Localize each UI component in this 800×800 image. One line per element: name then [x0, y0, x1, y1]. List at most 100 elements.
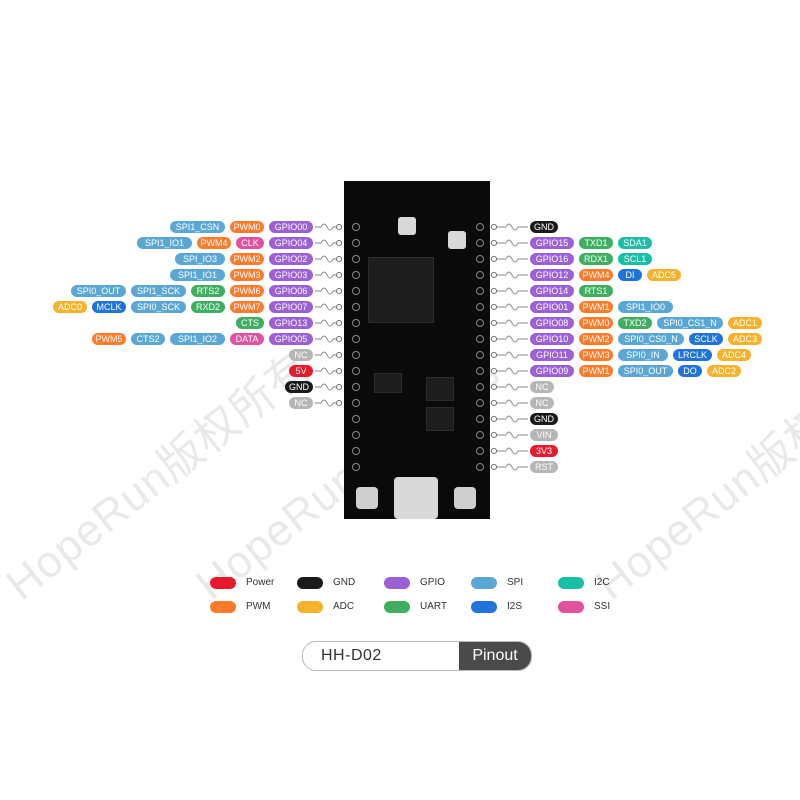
antenna-connector: [448, 231, 466, 249]
pin-label-ssi: CLK: [236, 237, 264, 249]
leader-line: [315, 399, 339, 407]
pin-label-uart: RTS1: [579, 285, 613, 297]
pin-label-gpio: GPIO05: [269, 333, 313, 345]
header-pad: [352, 399, 360, 407]
pin-marker: [490, 447, 498, 455]
pin-label-gnd: GND: [285, 381, 313, 393]
pin-label-adc: ADC3: [728, 333, 762, 345]
pin-label-pwm: PWM4: [579, 269, 613, 281]
pin-label-gpio: GPIO16: [530, 253, 574, 265]
pin-marker: [335, 383, 343, 391]
pin-label-nc: NC: [289, 349, 313, 361]
pin-marker: [335, 351, 343, 359]
pin-label-pwm: PWM3: [230, 269, 264, 281]
header-pad: [352, 367, 360, 375]
pin-marker: [335, 303, 343, 311]
header-pad: [476, 303, 484, 311]
mcu-chip: [368, 257, 434, 323]
pin-label-adc: ADC0: [53, 301, 87, 313]
pin-label-gpio: GPIO02: [269, 253, 313, 265]
legend-label: GPIO: [420, 577, 446, 588]
leader-line: [494, 287, 528, 295]
legend-label: I2C: [594, 577, 610, 588]
product-name: HH-D02: [321, 647, 382, 664]
header-pad: [476, 399, 484, 407]
header-pad: [352, 239, 360, 247]
pin-marker: [490, 367, 498, 375]
leader-line: [315, 223, 339, 231]
leader-line: [494, 303, 528, 311]
pin-label-uart: RDX1: [579, 253, 613, 265]
pin-label-pwm: PWM6: [230, 285, 264, 297]
pin-label-spi: SPI1_CSN: [170, 221, 225, 233]
legend-label: PWM: [246, 601, 271, 612]
pin-label-adc: ADC4: [717, 349, 751, 361]
pin-marker: [490, 271, 498, 279]
pin-marker: [490, 303, 498, 311]
pin-label-uart: CTS: [236, 317, 264, 329]
pin-label-gpio: GPIO14: [530, 285, 574, 297]
header-pad: [476, 319, 484, 327]
pin-label-uart: RXD2: [191, 301, 225, 313]
pin-label-pwm: PWM0: [230, 221, 264, 233]
pin-label-pwm: PWM5: [92, 333, 126, 345]
pin-marker: [335, 399, 343, 407]
pin-label-gpio: GPIO01: [530, 301, 574, 313]
leader-line: [494, 319, 528, 327]
header-pad: [476, 239, 484, 247]
pin-label-nc: RST: [530, 461, 558, 473]
pin-marker: [490, 399, 498, 407]
pin-label-gpio: GPIO09: [530, 365, 574, 377]
boot-button: [454, 487, 476, 509]
pin-marker: [335, 255, 343, 263]
leader-line: [494, 463, 528, 471]
header-pad: [352, 271, 360, 279]
pin-label-nc: NC: [530, 381, 554, 393]
header-pad: [476, 223, 484, 231]
pin-label-nc: VIN: [530, 429, 558, 441]
regulator-chip: [426, 377, 454, 401]
legend-label: UART: [420, 601, 448, 612]
header-pad: [352, 319, 360, 327]
legend-swatch-gnd: [297, 577, 323, 589]
leader-line: [315, 287, 339, 295]
pin-marker: [335, 335, 343, 343]
pin-label-spi: SPI1_IO0: [618, 301, 673, 313]
legend-swatch-pwm: [210, 601, 236, 613]
pin-marker: [490, 463, 498, 471]
leader-line: [494, 223, 528, 231]
leader-line: [494, 431, 528, 439]
pin-marker: [490, 223, 498, 231]
pin-label-pwm: PWM3: [579, 349, 613, 361]
leader-line: [494, 351, 528, 359]
pin-marker: [490, 383, 498, 391]
header-pad: [352, 415, 360, 423]
leader-line: [315, 255, 339, 263]
pin-label-power: 3V3: [530, 445, 558, 457]
pin-label-spi: SPI1_IO2: [170, 333, 225, 345]
pin-label-gnd: GND: [530, 413, 558, 425]
legend-label: SSI: [594, 601, 611, 612]
leader-line: [494, 383, 528, 391]
pin-label-gpio: GPIO06: [269, 285, 313, 297]
leader-line: [494, 399, 528, 407]
header-pad: [476, 383, 484, 391]
leader-line: [315, 383, 339, 391]
pin-label-gpio: GPIO07: [269, 301, 313, 313]
pin-label-spi: SPI1_IO1: [170, 269, 225, 281]
leader-line: [315, 271, 339, 279]
legend-swatch-gpio: [384, 577, 410, 589]
pin-label-pwm: PWM7: [230, 301, 264, 313]
header-pad: [352, 447, 360, 455]
header-pad: [352, 335, 360, 343]
pin-label-i2s: MCLK: [92, 301, 126, 313]
legend-label: SPI: [507, 577, 524, 588]
usb-c-port: [394, 477, 438, 519]
header-pad: [352, 431, 360, 439]
header-pad: [476, 351, 484, 359]
pin-label-gpio: GPIO15: [530, 237, 574, 249]
pin-label-gpio: GPIO03: [269, 269, 313, 281]
header-pad: [476, 431, 484, 439]
dev-board: [344, 181, 490, 519]
